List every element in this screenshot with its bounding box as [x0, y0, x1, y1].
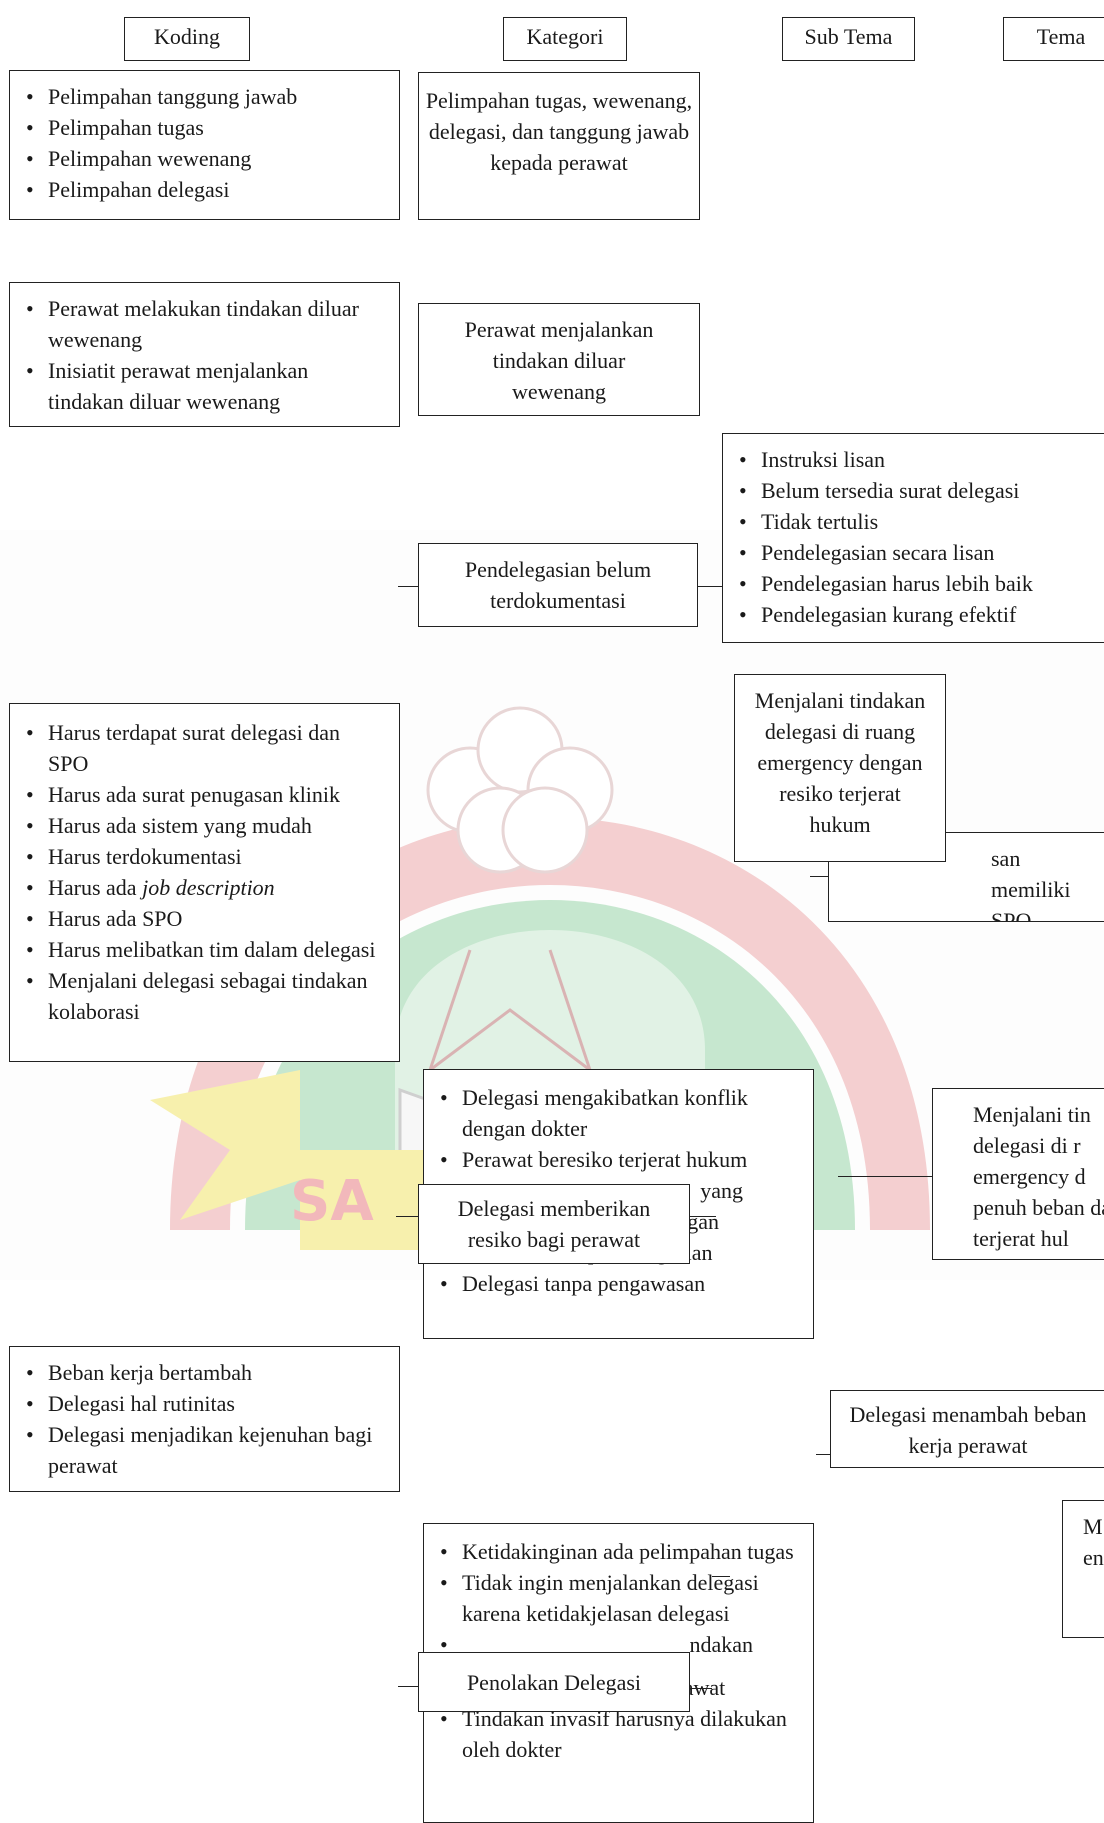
connector-line [712, 1576, 730, 1577]
connector-line [816, 1454, 830, 1455]
connector-line [396, 1216, 418, 1217]
code-group-1: Pelimpahan tanggung jawab Pelimpahan tug… [9, 70, 400, 220]
connector-line [398, 1686, 418, 1687]
code-item: Ketidakinginan ada pelimpahan tugas [440, 1536, 803, 1567]
code-item: Harus melibatkan tim dalam delegasi [26, 934, 381, 965]
connector-line [398, 586, 418, 587]
code-item: Harus ada job description [26, 872, 381, 903]
code-item: Pelimpahan tugas [26, 112, 391, 143]
code-item: Pendelegasian kurang efektif [739, 599, 1104, 630]
code-group-4: Harus terdapat surat delegasi dan SPO Ha… [9, 703, 400, 1062]
code-item: Tidak ingin menjalankan delegasi karena … [440, 1567, 803, 1629]
category-box-1: Pelimpahan tugas, wewenang, delegasi, da… [418, 72, 700, 220]
code-item: Beban kerja bertambah [26, 1357, 381, 1388]
code-group-2: Perawat melakukan tindakan diluar wewena… [9, 282, 400, 427]
connector-line [690, 1688, 712, 1689]
sub-theme-box-2: Delegasi menambah beban kerja perawat [830, 1390, 1104, 1468]
svg-text:SA: SA [290, 1169, 374, 1234]
code-item: Pelimpahan tanggung jawab [26, 81, 391, 112]
category-box-4: Delegasi memberikan resiko bagi perawat [418, 1184, 690, 1264]
code-item: Pendelegasian harus lebih baik [739, 568, 1104, 599]
code-item: Harus terdokumentasi [26, 841, 381, 872]
code-item: Instruksi lisan [739, 444, 1104, 475]
code-item: Menjalani delegasi sebagai tindakan kola… [26, 965, 381, 1027]
theme-box-right: Menjalani tin delegasi di r emergency d … [932, 1088, 1104, 1260]
code-item: Perawat beresiko terjerat hukum [440, 1144, 803, 1175]
header-koding: Koding [124, 17, 250, 61]
code-item: Tindakan invasif harusnya dilakukan oleh… [440, 1703, 803, 1765]
connector-line [838, 1176, 932, 1177]
header-sub-tema: Sub Tema [782, 17, 915, 61]
code-item: Delegasi hal rutinitas [26, 1388, 381, 1419]
connector-line [690, 1216, 716, 1217]
connector-line [810, 876, 828, 877]
code-item: Delegasi menjadikan kejenuhan bagi peraw… [26, 1419, 381, 1481]
code-item: Perawat melakukan tindakan diluar wewena… [26, 293, 381, 355]
code-item: Pelimpahan wewenang [26, 143, 391, 174]
category-box-2: Perawat menjalankan tindakan diluar wewe… [418, 303, 700, 416]
code-item: Harus ada surat penugasan klinik [26, 779, 381, 810]
code-item: Harus ada SPO [26, 903, 381, 934]
category-box-3: Pendelegasian belum terdokumentasi [418, 543, 698, 627]
code-item: Inisiatit perawat menjalankan tindakan d… [26, 355, 381, 417]
category-box-5: Penolakan Delegasi [418, 1652, 690, 1712]
code-item: Pendelegasian secara lisan [739, 537, 1104, 568]
code-item: Tidak tertulis [739, 506, 1104, 537]
header-tema: Tema [1003, 17, 1104, 61]
theme-box-middle: Menjalani tindakan delegasi di ruang eme… [734, 674, 946, 862]
code-item: ndakan [440, 1629, 803, 1660]
connector-line [698, 586, 722, 587]
code-item: Pelimpahan delegasi [26, 174, 391, 205]
code-item: Harus terdapat surat delegasi dan SPO [26, 717, 381, 779]
header-kategori: Kategori [503, 17, 627, 61]
code-item: Delegasi tanpa pengawasan [440, 1268, 803, 1299]
code-group-6: Beban kerja bertambah Delegasi hal rutin… [9, 1346, 400, 1492]
code-item: Delegasi mengakibatkan konflik dengan do… [440, 1082, 803, 1144]
code-item: Harus ada sistem yang mudah [26, 810, 381, 841]
code-item: Belum tersedia surat delegasi [739, 475, 1104, 506]
code-group-3: Instruksi lisan Belum tersedia surat del… [722, 433, 1104, 643]
theme-box-bottom: M d en [1062, 1500, 1104, 1638]
